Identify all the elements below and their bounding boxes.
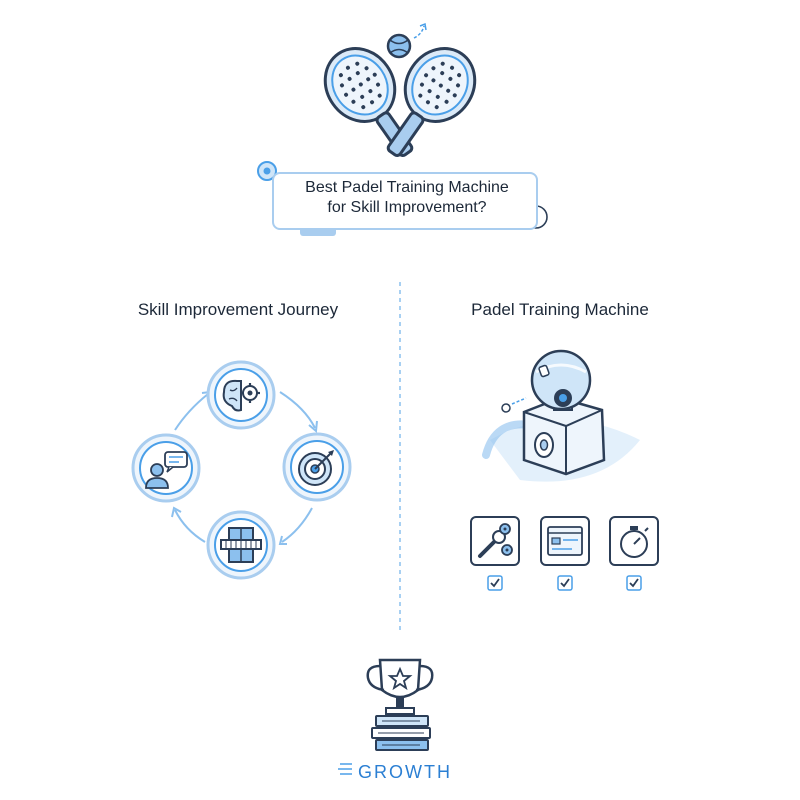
coach-speech-icon — [145, 451, 188, 489]
right-section-title: Padel Training Machine — [471, 300, 649, 319]
question-line-1: Best Padel Training Machine — [305, 179, 509, 196]
padel-ball-icon — [386, 22, 427, 59]
question-line-2: for Skill Improvement? — [327, 199, 487, 216]
feature-tile-stopwatch — [609, 516, 659, 566]
cycle-node-coach — [131, 433, 201, 503]
ball-launcher-machine-icon — [482, 349, 640, 482]
question-box — [272, 172, 538, 230]
feature-tile-wrench — [470, 516, 520, 566]
settings-panel-icon — [547, 526, 583, 556]
cycle-node-brain — [206, 360, 276, 430]
check-icon — [626, 575, 642, 591]
brain-gear-icon — [222, 379, 260, 412]
question-title: Best Padel Training Machine for Skill Im… — [282, 178, 532, 218]
growth-speed-lines — [338, 763, 352, 775]
court-net-icon — [220, 527, 262, 563]
check-icon — [557, 575, 573, 591]
cycle-arrows — [171, 390, 318, 545]
left-section-title: Skill Improvement Journey — [137, 300, 339, 319]
trophy-books-icon — [366, 658, 434, 751]
padel-rackets-icon — [323, 47, 477, 157]
growth-label: GROWTH — [358, 762, 452, 782]
stopwatch-icon — [620, 526, 649, 558]
check-icon — [487, 575, 503, 591]
wrench-gears-icon — [478, 523, 513, 558]
feature-tile-panel — [540, 516, 590, 566]
cycle-node-court — [206, 510, 276, 580]
target-arrow-icon — [298, 450, 334, 486]
cycle-node-target — [282, 432, 352, 502]
feature-checkmarks — [487, 575, 642, 591]
